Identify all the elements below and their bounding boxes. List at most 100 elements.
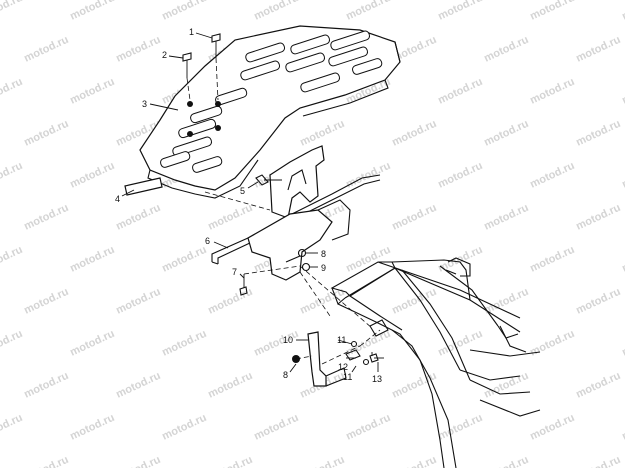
watermark-text: motod.ru (160, 328, 208, 359)
watermark-text: motod.ru (436, 160, 484, 191)
watermark-text: motod.ru (0, 328, 24, 359)
watermark-text: motod.ru (206, 370, 254, 401)
callout-2: 2 (162, 50, 167, 60)
watermark-text: motod.ru (482, 34, 530, 65)
watermark-text: motod.ru (252, 412, 300, 443)
watermark-text: motod.ru (482, 118, 530, 149)
watermark-text: motod.ru (344, 0, 392, 23)
bolt-1 (211, 33, 221, 58)
callout-11-lower: 11 (343, 372, 352, 382)
callout-10: 10 (283, 335, 293, 345)
watermark-text: motod.ru (0, 244, 24, 275)
watermark-text: motod.ru (114, 370, 162, 401)
watermark-text: motod.ru (22, 34, 70, 65)
watermark-text: motod.ru (390, 118, 438, 149)
watermark-text: motod.ru (390, 454, 438, 468)
watermark-text: motod.ru (574, 454, 622, 468)
callout-5: 5 (240, 186, 245, 196)
watermark-text: motod.ru (114, 286, 162, 317)
watermark-text: motod.ru (68, 328, 116, 359)
watermark-text: motod.ru (574, 370, 622, 401)
watermark-text: motod.ru (620, 0, 625, 23)
callout-8-lower: 8 (283, 370, 288, 380)
watermark-text: motod.ru (390, 370, 438, 401)
watermark-text: motod.ru (0, 160, 24, 191)
watermark-text: motod.ru (68, 0, 116, 23)
watermark-text: motod.ru (0, 0, 24, 23)
watermark-text: motod.ru (436, 412, 484, 443)
callouts: 1 2 3 4 5 6 7 8 9 10 11 12 11 8 13 (115, 27, 382, 384)
bolt-2 (182, 52, 192, 78)
watermark-text: motod.ru (114, 34, 162, 65)
watermark-text: motod.ru (22, 370, 70, 401)
bolt-7 (239, 274, 248, 296)
watermark-text: motod.ru (68, 244, 116, 275)
callout-12: 12 (338, 362, 348, 372)
watermark-text: motod.ru (574, 202, 622, 233)
callout-9: 9 (321, 263, 326, 273)
watermark-text: motod.ru (68, 412, 116, 443)
watermark-text: motod.ru (436, 0, 484, 23)
watermark-text: motod.ru (68, 76, 116, 107)
watermark-text: motod.ru (344, 412, 392, 443)
leader-lines (121, 32, 379, 373)
watermark-text: motod.ru (344, 244, 392, 275)
watermark-text: motod.ru (114, 202, 162, 233)
bolt-5 (255, 174, 282, 186)
watermark-text: motod.ru (482, 202, 530, 233)
watermark-text: motod.ru (574, 34, 622, 65)
watermark-text: motod.ru (252, 0, 300, 23)
mounting-bracket (269, 145, 325, 219)
callout-3: 3 (142, 99, 147, 109)
watermark-text: motod.ru (436, 244, 484, 275)
watermark-text: motod.ru (620, 328, 625, 359)
watermark-text: motod.ru (22, 286, 70, 317)
watermark-text: motod.ru (528, 0, 576, 23)
callout-13: 13 (372, 374, 382, 384)
watermark-text: motod.ru (620, 160, 625, 191)
watermark-text: motod.ru (528, 244, 576, 275)
watermark-text: motod.ru (528, 412, 576, 443)
watermark-text: motod.ru (206, 286, 254, 317)
callout-7: 7 (232, 267, 237, 277)
watermark-text: motod.ru (620, 244, 625, 275)
callout-8-upper: 8 (321, 249, 326, 259)
watermark-text: motod.ru (0, 412, 24, 443)
callout-11-upper: 11 (337, 335, 346, 345)
watermark-text: motod.ru (390, 286, 438, 317)
reflector-plate-4 (124, 177, 163, 196)
watermark-text: motod.ru (298, 454, 346, 468)
watermark-text: motod.ru (160, 0, 208, 23)
watermark-text: motod.ru (298, 118, 346, 149)
watermark-text: motod.ru (206, 202, 254, 233)
watermark-text: motod.ru (22, 454, 70, 468)
watermark-text: motod.ru (620, 412, 625, 443)
watermark-text: motod.ru (114, 454, 162, 468)
watermark-text: motod.ru (528, 328, 576, 359)
nut-9 (301, 262, 311, 272)
callout-6: 6 (205, 236, 210, 246)
watermark-text: motod.ru (22, 202, 70, 233)
watermark-text: motod.ru (160, 412, 208, 443)
watermark-text: motod.ru (390, 202, 438, 233)
watermark-text: motod.ru (22, 118, 70, 149)
watermark-text: motod.ru (436, 76, 484, 107)
support-post-10 (307, 331, 347, 387)
cargo-rack (139, 25, 401, 199)
vehicle-frame (330, 257, 541, 468)
watermark-text: motod.ru (574, 118, 622, 149)
washer-8 (297, 248, 307, 258)
callout-4: 4 (115, 194, 120, 204)
watermark-text: motod.ru (206, 454, 254, 468)
watermark-text: motod.ru (482, 454, 530, 468)
watermark-text: motod.ru (0, 76, 24, 107)
watermark-text: motod.ru (620, 76, 625, 107)
watermark-text: motod.ru (528, 76, 576, 107)
callout-1: 1 (189, 27, 194, 37)
watermark-text: motod.ru (252, 328, 300, 359)
watermark-text: motod.ru (436, 328, 484, 359)
watermark-text: motod.ru (482, 370, 530, 401)
watermark-text: motod.ru (528, 160, 576, 191)
watermark-text: motod.ru (160, 244, 208, 275)
